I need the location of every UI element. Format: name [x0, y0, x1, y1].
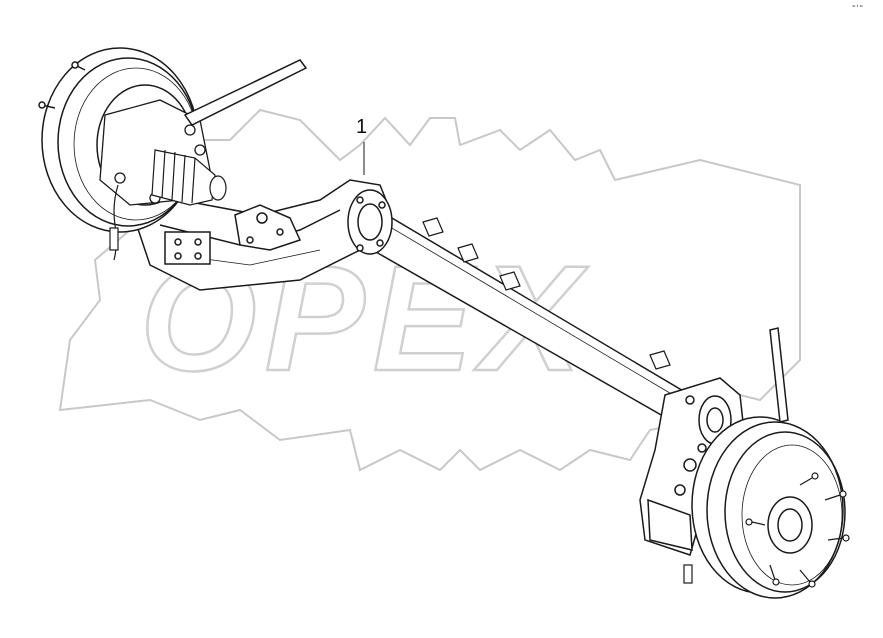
left-brake-hose	[109, 184, 119, 261]
right-steering-arm	[769, 327, 789, 423]
left-tube-flange	[347, 189, 393, 255]
right-axle-housing	[639, 377, 746, 556]
tube-clamp-brackets	[422, 217, 671, 370]
right-brake-drum	[691, 416, 846, 599]
corner-mark: -·-	[852, 0, 863, 12]
callout-label-1: 1	[356, 116, 368, 138]
left-tie-rod	[183, 59, 308, 126]
right-wheel-studs	[745, 472, 850, 588]
right-brake-hose	[683, 564, 693, 584]
left-axle-housing	[134, 179, 391, 291]
left-cv-boot	[151, 149, 227, 206]
